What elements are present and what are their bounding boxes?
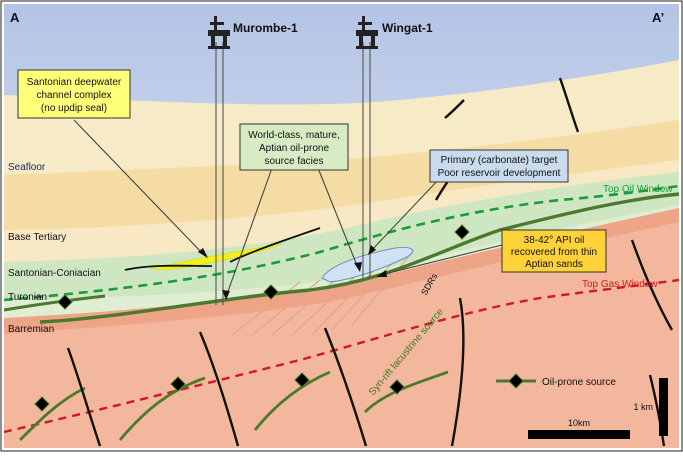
legend-label: Oil-prone source	[542, 377, 616, 388]
diamond-marker	[294, 372, 310, 388]
well-name-wingat: Wingat-1	[382, 21, 433, 35]
svg-text:Aptian oil-prone: Aptian oil-prone	[259, 143, 329, 154]
leader-arrow-santonian	[198, 248, 208, 258]
top-gas-window-line	[3, 278, 680, 434]
rig-icon-wingat	[356, 16, 378, 49]
scale-vertical-label: 1 km	[633, 402, 653, 412]
label-barremian: Barremian	[8, 324, 54, 335]
svg-text:Santonian deepwater: Santonian deepwater	[27, 77, 122, 88]
label-top-oil-window: Top Oil Window	[603, 184, 673, 195]
aptian-source-line	[39, 192, 680, 324]
diamond-marker	[57, 294, 73, 310]
legend-oil-prone-source: Oil-prone source	[496, 373, 616, 389]
scale-vertical: 1 km	[633, 378, 668, 436]
svg-text:World-class, mature,: World-class, mature,	[248, 130, 340, 141]
leader-arrow-target	[368, 245, 376, 255]
svg-text:38-42° API oil: 38-42° API oil	[524, 235, 585, 246]
turonian-segment	[3, 294, 106, 312]
santonian-channel-base-2	[229, 227, 321, 263]
leader-arrow-aptian-1	[222, 290, 230, 300]
scale-horizontal: 10km	[528, 418, 630, 439]
well-name-murombe: Murombe-1	[233, 21, 298, 35]
faults	[66, 77, 674, 447]
diamond-marker	[170, 376, 186, 392]
callout-api-oil: 38-42° API oil recovered from thin Aptia…	[501, 229, 607, 273]
diamond-marker	[454, 224, 470, 240]
santonian-channel-base	[124, 264, 213, 271]
leader-arrow-aptian-2	[354, 262, 362, 272]
source-diamonds	[57, 224, 470, 310]
label-turonian: Turonian	[8, 292, 47, 303]
rig-icon-murombe	[208, 16, 230, 49]
callout-leaders	[73, 119, 503, 298]
svg-text:Poor reservoir development: Poor reservoir development	[438, 168, 561, 179]
legend-diamond-icon	[508, 373, 524, 389]
diamond-marker	[34, 396, 50, 412]
diamond-marker	[389, 379, 405, 395]
syn-rift-diamonds	[34, 372, 405, 412]
section-start-label: A	[10, 10, 20, 25]
top-oil-window-line	[3, 184, 680, 302]
callout-primary-target: Primary (carbonate) target Poor reservoi…	[429, 149, 569, 183]
label-base-tertiary: Base Tertiary	[8, 232, 66, 243]
well-bores	[215, 42, 371, 305]
svg-text:(no updip seal): (no updip seal)	[41, 103, 107, 114]
carbonate-target-lens	[321, 247, 414, 283]
label-seafloor: Seafloor	[8, 162, 46, 173]
callout-santonian: Santonian deepwater channel complex (no …	[17, 69, 131, 119]
svg-text:Primary (carbonate) target: Primary (carbonate) target	[441, 155, 558, 166]
callout-aptian-source: World-class, mature, Aptian oil-prone so…	[239, 123, 349, 171]
diamond-marker	[263, 284, 279, 300]
leader-arrow-api	[376, 270, 387, 277]
scale-horizontal-label: 10km	[568, 418, 590, 428]
svg-text:channel complex: channel complex	[36, 90, 111, 101]
svg-text:Aptian sands: Aptian sands	[525, 259, 583, 270]
label-santonian-coniacian: Santonian-Coniacian	[8, 268, 101, 279]
label-top-gas-window: Top Gas Window	[582, 279, 658, 290]
svg-text:source facies: source facies	[265, 156, 324, 167]
section-end-label: A’	[652, 10, 664, 25]
svg-text:recovered from thin: recovered from thin	[511, 247, 597, 258]
